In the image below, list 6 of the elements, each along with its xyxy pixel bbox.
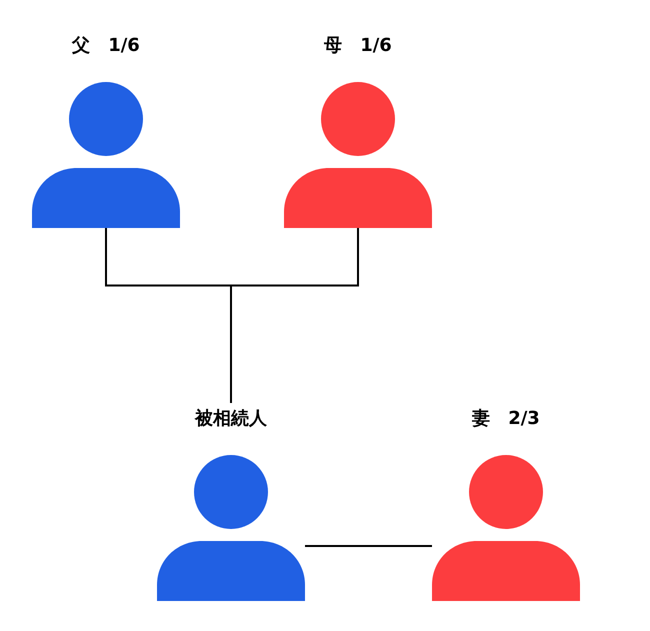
person-label: 被相続人 <box>194 407 268 431</box>
connector-line <box>230 228 359 403</box>
connector-line <box>305 545 432 547</box>
person-label: 父 1/6 <box>70 34 141 58</box>
person-label: 妻 2/3 <box>471 407 541 431</box>
person-label: 母 1/6 <box>323 34 393 58</box>
